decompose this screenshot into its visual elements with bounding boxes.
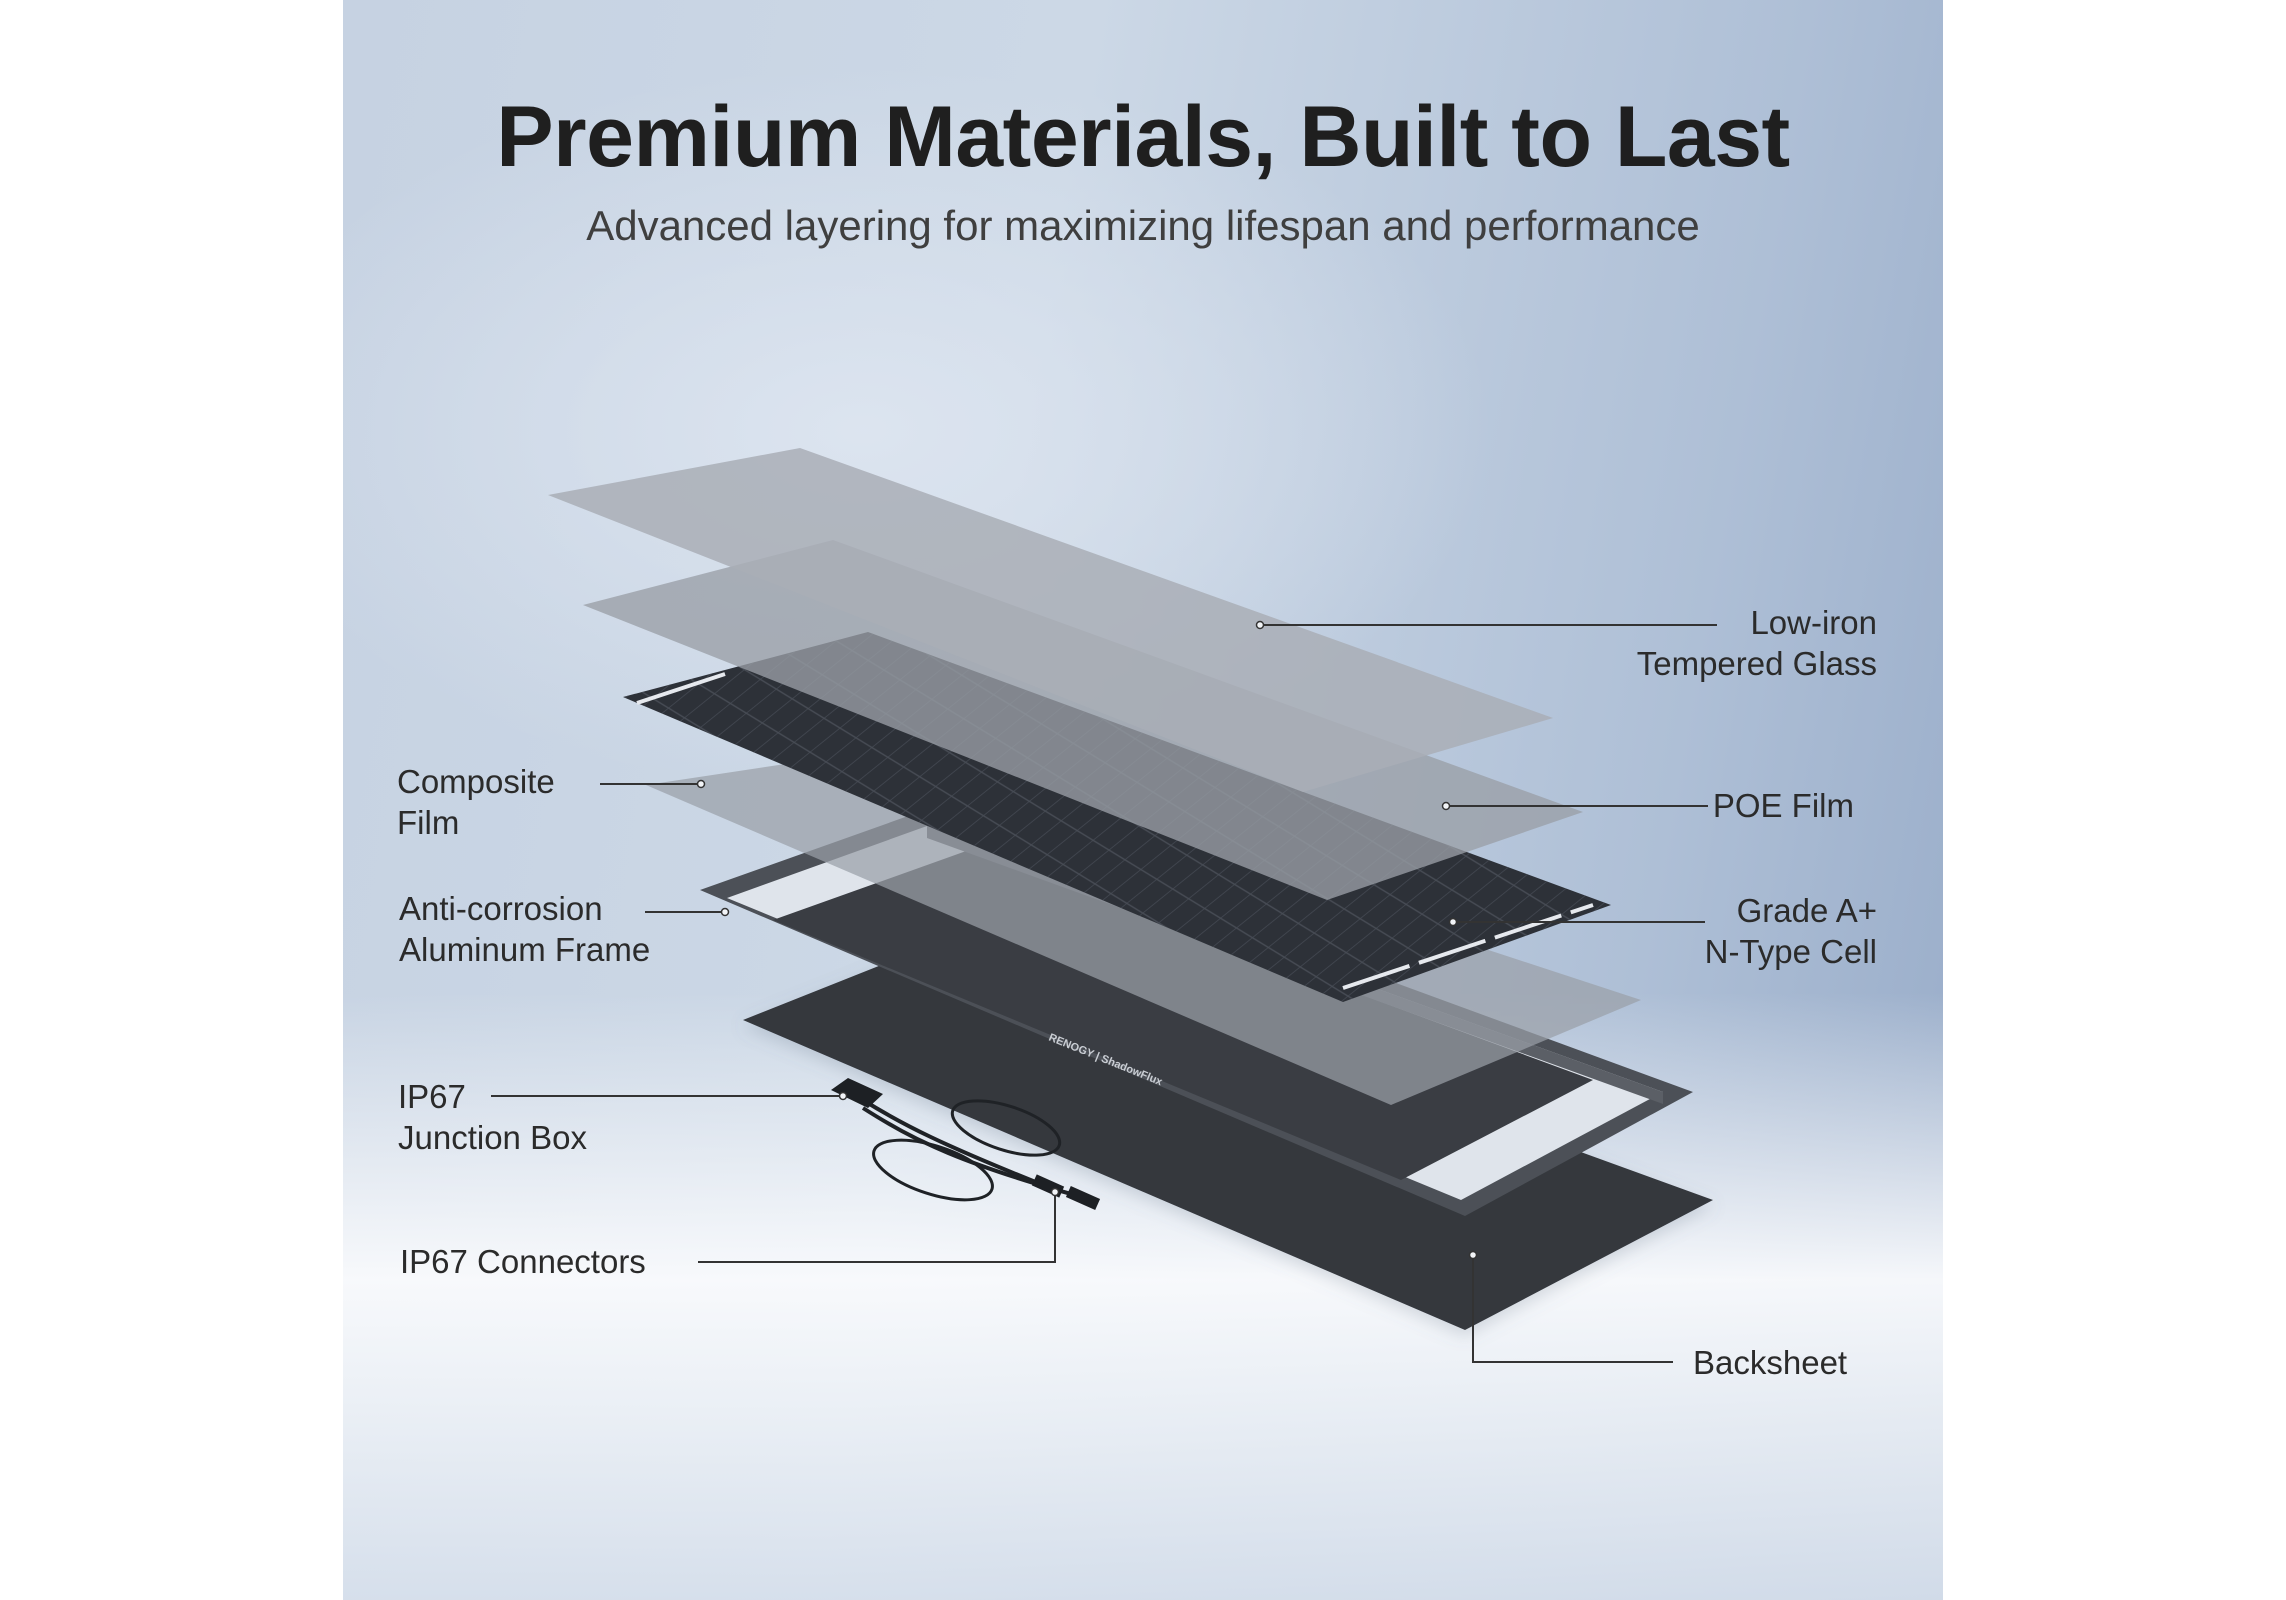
label-poe-film: POE Film bbox=[1712, 787, 1854, 824]
label-aluminum-frame: Anti-corrosion Aluminum Frame bbox=[399, 890, 651, 968]
leader-backsheet bbox=[1472, 1255, 1673, 1363]
label-connectors: IP67 Connectors bbox=[400, 1243, 646, 1280]
leader-connectors bbox=[698, 1192, 1056, 1263]
label-backsheet: Backsheet bbox=[1693, 1344, 1848, 1381]
junction-box-and-cables bbox=[831, 1078, 1101, 1210]
page-title: Premium Materials, Built to Last bbox=[496, 89, 1790, 185]
label-n-type-cell: Grade A+ N-Type Cell bbox=[1704, 892, 1877, 970]
product-infographic: Premium Materials, Built to Last Advance… bbox=[343, 0, 1943, 1600]
label-tempered-glass: Low-iron Tempered Glass bbox=[1636, 604, 1877, 682]
leader-endpoints bbox=[696, 620, 1478, 1260]
backsheet-layer bbox=[743, 930, 1713, 1330]
n-type-cell-layer bbox=[623, 632, 1611, 1002]
poe-film-layer bbox=[583, 540, 1583, 900]
label-junction-box: IP67 Junction Box bbox=[398, 1078, 587, 1156]
exploded-panel-diagram: RENOGY | ShadowFlux bbox=[491, 448, 1717, 1363]
tempered-glass-layer bbox=[548, 448, 1553, 792]
composite-film-layer bbox=[646, 750, 1641, 1105]
page-subtitle: Advanced layering for maximizing lifespa… bbox=[586, 202, 1700, 249]
label-composite-film: Composite Film bbox=[397, 763, 555, 841]
leader-lines bbox=[491, 624, 1717, 1363]
